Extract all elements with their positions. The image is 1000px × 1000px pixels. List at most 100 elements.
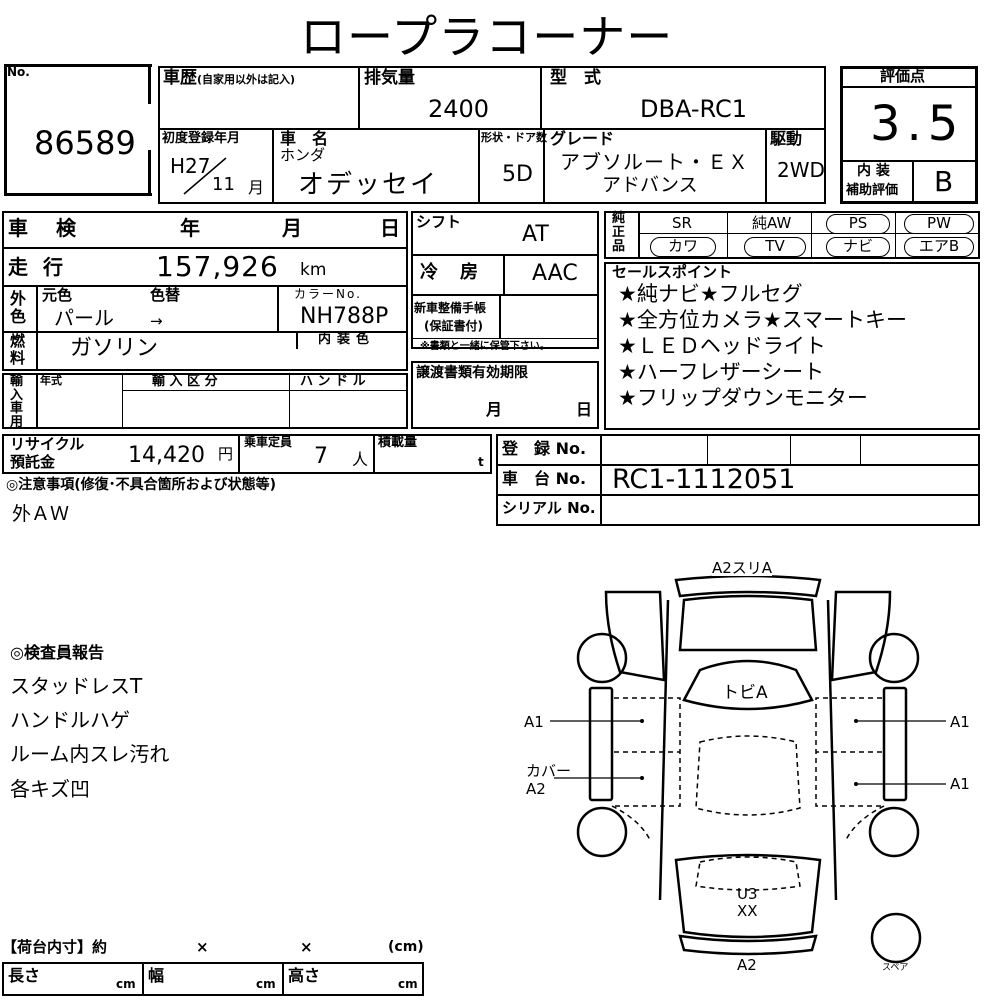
score-value: 3.5: [870, 96, 965, 152]
grade-line2: アドバンス: [602, 174, 698, 196]
equipment-label: 純正品: [612, 211, 626, 254]
equip-pw: PW: [904, 214, 974, 234]
recycle-label-2: 預託金: [10, 453, 56, 471]
cargo-x1: ×: [196, 938, 209, 956]
exterior-side-label: 外色: [10, 289, 27, 326]
cargo-label: 【荷台内寸】約: [2, 938, 108, 956]
equip-airbag: エアB: [904, 237, 974, 257]
diag-front-label: A2スリA: [712, 559, 773, 577]
diag-right-lower: A1: [950, 775, 970, 793]
score-label: 評価点: [880, 67, 926, 85]
recycle-unit: 円: [218, 445, 234, 463]
import-year-label: 年式: [40, 374, 62, 387]
inspection-month: 月: [282, 216, 302, 240]
model-label: 型 式: [550, 68, 601, 88]
orig-color-label: 元色: [42, 286, 73, 304]
car-maker: ホンダ: [280, 146, 326, 164]
displacement-label: 排気量: [364, 68, 415, 88]
equip-aw: 純AW: [752, 214, 792, 232]
sales-point-3: ★ＬＥＤヘッドライト: [618, 334, 826, 358]
fuel-value: ガソリン: [70, 336, 159, 361]
lot-label: No.: [7, 65, 30, 79]
inspection-year: 年: [180, 216, 200, 240]
inspector-item-4: 各キズ凹: [10, 777, 90, 801]
load-unit: t: [478, 455, 484, 469]
transfer-label: 譲渡書類有効期限: [416, 365, 528, 381]
score-box: [840, 66, 978, 204]
cargo-height-unit: cm: [398, 977, 418, 991]
inspector-label: ◎検査員報告: [10, 643, 104, 662]
grade-label: グレード: [550, 129, 615, 148]
history-label: 車歴(自家用以外は記入): [163, 68, 296, 88]
load-label: 積載量: [378, 435, 418, 450]
inspector-item-2: ハンドルハゲ: [10, 708, 130, 732]
sales-point-4: ★ハーフレザーシート: [618, 360, 825, 384]
lot-box: [4, 64, 152, 196]
inspector-item-3: ルーム内スレ汚れ: [10, 742, 170, 766]
cargo-width-unit: cm: [256, 977, 276, 991]
grade-line1: アブソルート・ＥＸ: [560, 150, 749, 174]
doors-value: 5D: [502, 162, 533, 187]
color-code-label: カラーNo.: [294, 287, 362, 301]
model-value: DBA-RC1: [640, 95, 748, 123]
doors-label: 形状・ドア数: [481, 131, 547, 144]
diag-left-lower-2: A2: [526, 780, 546, 798]
car-name: オデッセイ: [298, 170, 439, 200]
page-title: ロープラコーナー: [300, 10, 674, 64]
sales-point-2: ★全方位カメラ★スマートキー: [618, 308, 908, 332]
mileage-label: 走 行: [8, 255, 67, 279]
serial-label: シリアル No.: [502, 499, 596, 517]
diag-bottom: A2: [737, 956, 757, 974]
capacity-label: 乗車定員: [244, 435, 293, 449]
color-code: NH788P: [300, 304, 389, 329]
import-class-label: 輸 入 区 分: [152, 374, 218, 389]
cargo-length: 長さ: [8, 966, 41, 985]
sales-point-1: ★純ナビ★フルセグ: [618, 282, 803, 306]
mileage-value: 157,926: [156, 250, 279, 283]
interior-value: B: [934, 165, 954, 198]
sales-points-label: セールスポイント: [612, 263, 733, 281]
mileage-unit: km: [300, 260, 327, 280]
change-color-label: 色替: [150, 286, 181, 304]
orig-color: パール: [54, 306, 114, 330]
drive-value: 2WD: [777, 158, 825, 182]
chassis-label: 車 台 No.: [502, 469, 587, 488]
new-car-book-label-2: (保証書付): [424, 319, 483, 333]
lot-number: 86589: [34, 124, 136, 162]
equip-leather: カワ: [650, 237, 716, 257]
inspection-label: 車 検: [8, 216, 80, 240]
diag-left-upper: A1: [524, 713, 544, 731]
interior-label: 内 装: [857, 163, 890, 179]
diag-rear-2: XX: [737, 902, 758, 920]
new-car-book-label: 新車整備手帳: [414, 301, 487, 315]
equip-navi: ナビ: [826, 237, 890, 257]
diag-roof-label: トビA: [722, 683, 768, 703]
cargo-x2: ×: [300, 938, 313, 956]
import-side-label: 輸入車用: [10, 374, 24, 430]
first-reg-label: 初度登録年月: [162, 131, 241, 146]
inspection-day: 日: [380, 216, 400, 240]
inspector-item-1: スタッドレスT: [10, 674, 143, 698]
cargo-height: 高さ: [288, 966, 321, 985]
cargo-length-unit: cm: [116, 977, 136, 991]
displacement-value: 2400: [428, 95, 490, 123]
diag-spare-label: スペア: [882, 963, 909, 973]
interior-label-2: 補助評価: [846, 183, 899, 198]
recycle-label: リサイクル: [10, 435, 85, 453]
ac-label: 冷 房: [420, 262, 480, 283]
cargo-unit: (cm): [388, 939, 424, 955]
import-handle-label: ハ ン ド ル: [300, 374, 366, 389]
car-name-label: 車 名: [280, 129, 329, 148]
equip-tv: TV: [744, 237, 806, 257]
transfer-month: 月: [486, 400, 503, 419]
registration-label: 登 録 No.: [502, 439, 587, 458]
sales-point-5: ★フリップダウンモニター: [618, 386, 868, 410]
cargo-width: 幅: [148, 966, 165, 985]
capacity-value: 7: [314, 444, 328, 469]
recycle-value: 14,420: [128, 443, 205, 468]
new-car-book-note: ※書類と一緒に保管下さい。: [420, 341, 550, 352]
capacity-unit: 人: [352, 450, 369, 469]
notes-label: ◎注意事項(修復･不具合箇所および状態等): [6, 477, 277, 493]
chassis-number: RC1-1112051: [612, 464, 796, 495]
